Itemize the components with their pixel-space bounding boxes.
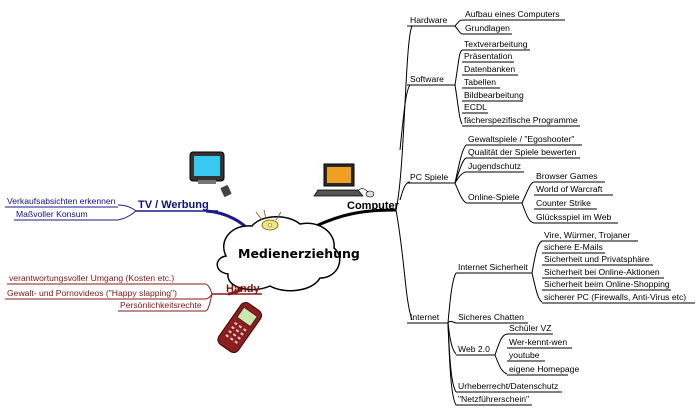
branch-computer-label: Computer bbox=[347, 200, 399, 212]
software-item: ECDL bbox=[464, 102, 487, 112]
branch-handy-label: Handy bbox=[226, 283, 260, 295]
sicheres-chatten: Sicheres Chatten bbox=[458, 312, 524, 322]
online-spiele-item: Counter Strike bbox=[536, 198, 591, 208]
web20-item: eigene Homepage bbox=[509, 364, 580, 374]
handy-item: Gewalt- und Pornovideos ("Happy slapping… bbox=[7, 288, 177, 298]
web20-item: youtube bbox=[509, 350, 540, 360]
software-item: Datenbanken bbox=[464, 64, 516, 74]
internet-sicherheit-label: Internet Sicherheit bbox=[458, 262, 528, 272]
urheberrecht: Urheberrecht/Datenschutz bbox=[458, 381, 559, 391]
sicherheit-item: Sicherheit bei Online-Aktionen bbox=[544, 267, 660, 277]
tv-icon bbox=[189, 151, 232, 197]
online-spiele-label: Online-Spiele bbox=[468, 192, 520, 202]
online-spiele-item: Browser Games bbox=[536, 171, 598, 181]
tv-item: Maßvoller Konsum bbox=[16, 209, 88, 219]
software-label: Software bbox=[410, 74, 444, 84]
netzfuehrerschein: "Netzführerschein" bbox=[458, 394, 530, 404]
pc-spiele-label: PC Spiele bbox=[410, 172, 449, 182]
pc-spiele-item: Jugendschutz bbox=[468, 161, 522, 171]
handy-item: Persönlichkeitsrechte bbox=[120, 300, 202, 310]
software-item: Textverarbeitung bbox=[464, 39, 528, 49]
pc-spiele-item: Qualität der Spiele bewerten bbox=[468, 147, 577, 157]
sicherheit-item: sicherer PC (Firewalls, Anti-Virus etc) bbox=[544, 292, 687, 302]
web20-item: Wer-kennt-wen bbox=[509, 337, 568, 347]
online-spiele-item: World of Warcraft bbox=[536, 184, 603, 194]
branch-tv-label: TV / Werbung bbox=[138, 199, 209, 211]
hardware-item: Grundlagen bbox=[465, 23, 510, 33]
center-title: Medienerziehung bbox=[238, 246, 360, 261]
web20-label: Web 2.0 bbox=[458, 344, 490, 354]
web20-item: Schüler VZ bbox=[509, 323, 552, 333]
internet-label: Internet bbox=[410, 312, 440, 322]
sicherheit-item: sichere E-Mails bbox=[544, 242, 603, 252]
hardware-label: Hardware bbox=[410, 15, 448, 25]
software-item: Tabellen bbox=[464, 77, 497, 87]
software-item: fächerspezifische Programme bbox=[464, 115, 578, 125]
software-item: Bildbearbeitung bbox=[464, 90, 524, 100]
center-bubble bbox=[216, 216, 341, 292]
cd-icon bbox=[255, 209, 282, 231]
sicherheit-item: Sicherheit und Privatsphäre bbox=[544, 254, 650, 264]
tv-item: Verkaufsabsichten erkennen bbox=[7, 196, 116, 206]
software-item: Präsentation bbox=[464, 51, 513, 61]
mobile-phone-icon bbox=[217, 302, 263, 354]
pc-spiele-item: Gewaltspiele / "Egoshooter" bbox=[468, 134, 575, 144]
laptop-icon bbox=[313, 163, 375, 198]
sicherheit-item: Vire, Würmer, Trojaner bbox=[544, 230, 631, 240]
hardware-item: Aufbau eines Computers bbox=[465, 9, 560, 19]
sicherheit-item: Sicherheit beim Online-Shopping bbox=[544, 279, 670, 289]
online-spiele-item: Glücksspiel im Web bbox=[536, 212, 612, 222]
handy-item: verantwortungsvoller Umgang (Kosten etc.… bbox=[9, 273, 175, 283]
